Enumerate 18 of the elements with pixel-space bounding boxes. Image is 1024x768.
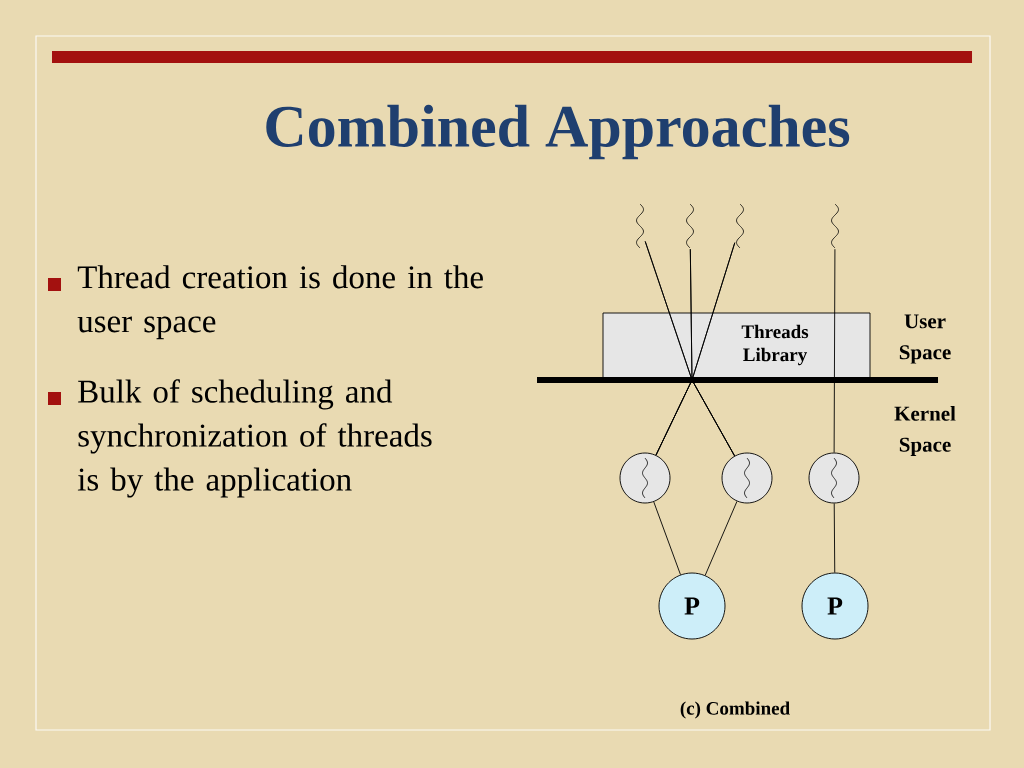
region-label: User Space bbox=[899, 314, 951, 364]
figure-caption: (c) Combined bbox=[680, 701, 790, 719]
user-thread bbox=[831, 203, 839, 249]
connector-line bbox=[833, 248, 836, 453]
connector-line bbox=[833, 503, 836, 573]
kernel-thread bbox=[721, 452, 773, 504]
slide-title: Combined Approaches bbox=[266, 104, 850, 160]
user-thread bbox=[636, 203, 644, 249]
connector-line bbox=[704, 500, 738, 576]
region-label: Kernel Space bbox=[894, 406, 956, 456]
user-thread bbox=[736, 203, 744, 249]
kernel-thread bbox=[619, 452, 671, 504]
connector-line bbox=[653, 501, 681, 576]
bullet-text: Bulk of scheduling and synchronization of threads is by the application bbox=[77, 379, 432, 498]
user-thread bbox=[686, 203, 694, 249]
bullet-text: Thread creation is done in the user space bbox=[77, 265, 483, 340]
library-box: Threads Library bbox=[602, 312, 871, 379]
kernel-thread bbox=[808, 452, 860, 504]
